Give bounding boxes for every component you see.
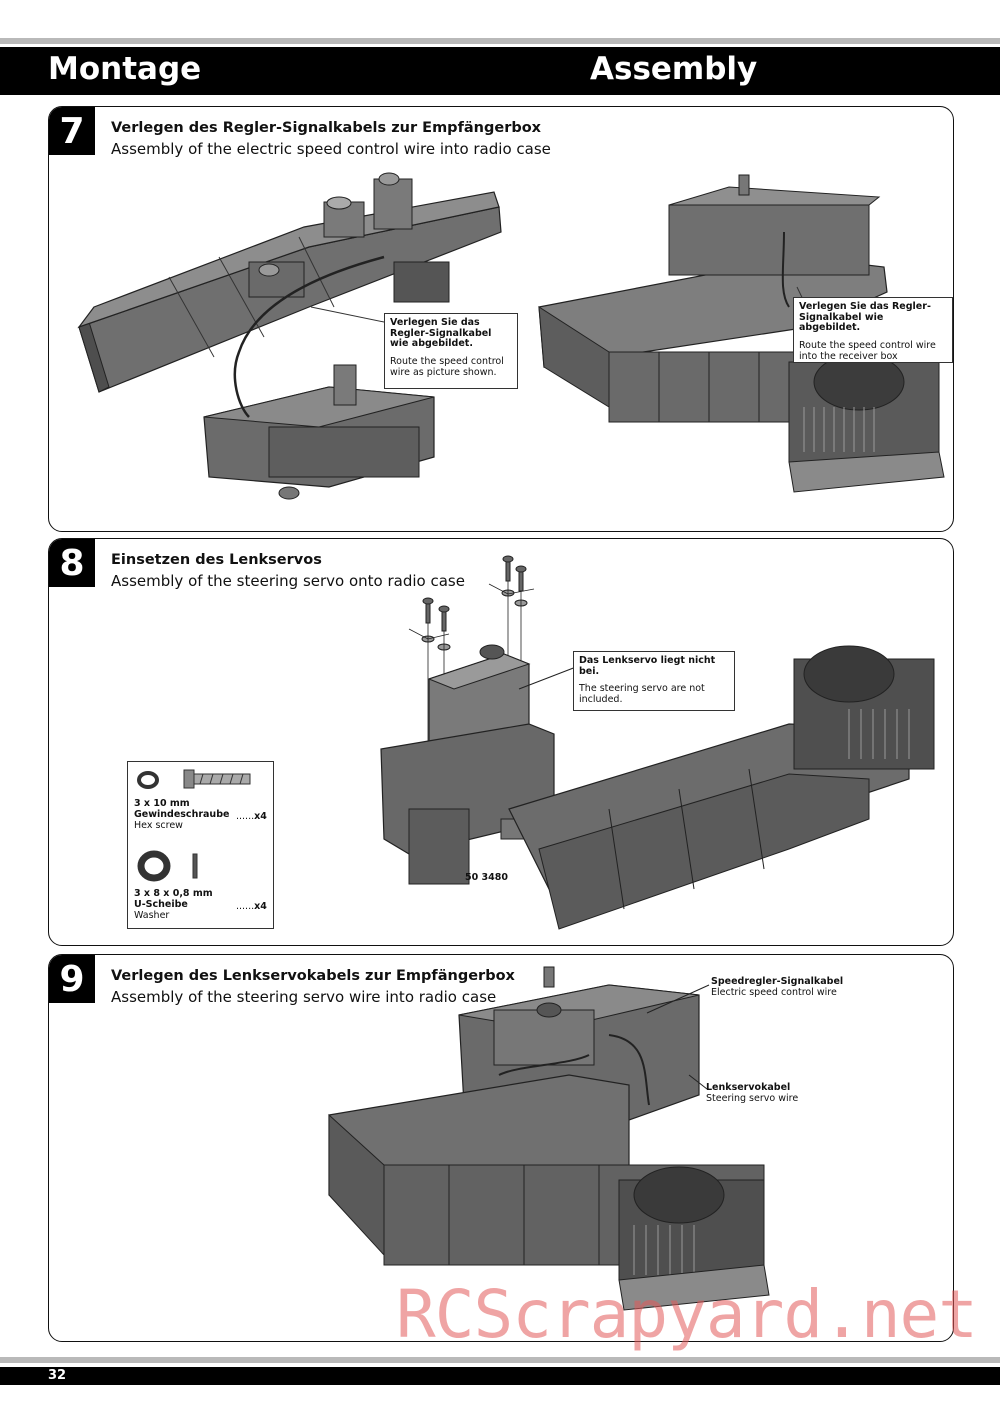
- step-title-de: Einsetzen des Lenkservos: [111, 552, 322, 568]
- note-de: Verlegen Sie das Regler-Signalkabel wie …: [390, 317, 492, 350]
- note-de: Das Lenkservo liegt nicht bei.: [579, 655, 716, 677]
- step-title-en: Assembly of the steering servo wire into…: [111, 988, 497, 1006]
- bottom-rule: [0, 1357, 1000, 1363]
- label-de: Lenkservokabel: [706, 1082, 791, 1093]
- part-name-de: U-Scheibe: [134, 898, 188, 910]
- part-name-de: Gewindeschraube: [134, 808, 230, 820]
- header-title-en: Assembly: [590, 51, 758, 87]
- step-number: 9: [49, 955, 95, 1003]
- part-washer: 3 x 8 x 0,8 mm U-Scheibe Washer: [134, 888, 213, 922]
- part-name-en: Hex screw: [134, 819, 183, 831]
- step-7-illustration: [77, 172, 945, 500]
- step-title-en: Assembly of the electric speed control w…: [111, 140, 551, 158]
- step-9-illustration: [328, 966, 770, 1311]
- part-screw-qty: ......x4: [236, 811, 267, 822]
- part-size: 3 x 8 x 0,8 mm: [134, 888, 213, 899]
- step-number: 8: [49, 539, 95, 587]
- step-8-panel: 8 Einsetzen des Lenkservos Assembly of t…: [48, 538, 954, 946]
- part-screw: 3 x 10 mm Gewindeschraube Hex screw: [134, 798, 230, 832]
- step-8-illustration: [380, 555, 935, 930]
- watermark: RCScrapyard.net: [396, 1276, 978, 1353]
- step-8-note: Das Lenkservo liegt nicht bei. The steer…: [573, 651, 735, 711]
- parts-box: 3 x 10 mm Gewindeschraube Hex screw ....…: [127, 761, 274, 929]
- step-7-panel: 7 Verlegen des Regler-Signalkabels zur E…: [48, 106, 954, 532]
- part-washer-qty: ......x4: [236, 901, 267, 912]
- note-en: The steering servo are not included.: [579, 683, 705, 705]
- step-9-panel: 9 Verlegen des Lenkservokabels zur Empfä…: [48, 954, 954, 1342]
- label-esc-wire: Speedregler-Signalkabel Electric speed c…: [711, 976, 844, 999]
- label-de: Speedregler-Signalkabel: [711, 976, 844, 987]
- part-number-label: 50 3480: [465, 872, 508, 883]
- part-size: 3 x 10 mm: [134, 798, 190, 809]
- parts-drawings: [137, 769, 251, 882]
- step-title-de: Verlegen des Regler-Signalkabels zur Emp…: [111, 120, 542, 136]
- note-de: Verlegen Sie das Regler-Signalkabel wie …: [799, 301, 931, 334]
- label-servo-wire: Lenkservokabel Steering servo wire: [706, 1082, 799, 1105]
- label-en: Electric speed control wire: [711, 986, 837, 998]
- note-en: Route the speed control wire into the re…: [799, 339, 936, 362]
- step-title-en: Assembly of the steering servo onto radi…: [111, 572, 465, 590]
- page-header: Montage Assembly: [0, 47, 1000, 95]
- note-en: Route the speed control wire as picture …: [390, 355, 504, 378]
- part-name-en: Washer: [134, 909, 170, 921]
- step-title-de: Verlegen des Lenkservokabels zur Empfäng…: [111, 968, 515, 984]
- step-7-note-left: Verlegen Sie das Regler-Signalkabel wie …: [384, 313, 518, 389]
- page-footer: 32: [0, 1367, 1000, 1385]
- label-en: Steering servo wire: [706, 1092, 799, 1104]
- step-number: 7: [49, 107, 95, 155]
- page-number: 32: [48, 1368, 67, 1383]
- header-title-de: Montage: [48, 51, 202, 87]
- step-7-note-right: Verlegen Sie das Regler-Signalkabel wie …: [793, 297, 953, 363]
- top-rule: [0, 38, 1000, 44]
